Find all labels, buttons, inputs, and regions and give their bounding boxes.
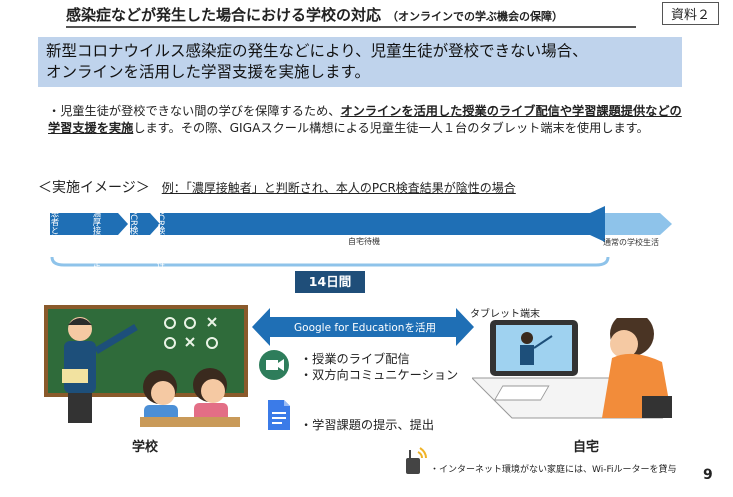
page-subtitle: （オンラインでの学ぶ機会の保障） (387, 10, 564, 23)
router-icon (406, 447, 427, 474)
tablet-label: タブレット端末 (470, 309, 540, 320)
step-label-identified: 濃厚接触と特定 (91, 209, 101, 269)
banner-text: 新型コロナウイルス感染症の発生などにより、児童生徒が登校できない場合、 オンライ… (38, 37, 682, 87)
bullet-text-a: 児童生徒が登校できない間の学びを保障するため、 (60, 104, 341, 118)
page-title: 感染症などが発生した場合における学校の対応 (66, 6, 382, 24)
implementation-heading: ＜実施イメージ＞ 例：「濃厚接触者」と判断され、本人のPCR検査結果が陰性の場合 (38, 177, 516, 197)
home-study-illustration (472, 318, 672, 419)
days-bracket (50, 256, 610, 267)
school-label: 学校 (132, 440, 159, 455)
normal-life-arrow (605, 213, 672, 235)
docs-icon (268, 400, 290, 430)
timeline-arrow-1 (50, 213, 110, 235)
banner-line-2: オンラインを活用した学習支援を実施します。 (46, 63, 370, 81)
bullet-paragraph: ・児童生徒が登校できない間の学びを保障するため、オンラインを活用した授業のライブ… (48, 103, 688, 137)
days-badge: 14日間 (295, 271, 365, 293)
section-heading: ＜実施イメージ＞ (38, 180, 150, 196)
google-for-education-label: Google for Educationを活用 (294, 322, 436, 334)
timeline-diagram (50, 206, 672, 267)
board-marks-icon (164, 317, 218, 349)
page-number: 9 (703, 467, 713, 483)
summary-banner: 新型コロナウイルス感染症の発生などにより、児童生徒が登校できない場合、 オンライ… (38, 37, 682, 87)
step-label-pcr-negative: PCR検査（陰性） (155, 209, 165, 277)
feature-assignments: ・学習課題の提示、提出 (300, 418, 435, 432)
bullet-text-emphasis: オンラインを活用した授業のライブ配信や学習課題提供などの学習支援を実施 (48, 104, 682, 135)
bullet-text-b: します。その際、GIGAスクール構想による児童生徒一人１台のタブレット端末を使用… (133, 121, 649, 135)
feature-live-streaming: ・授業のライブ配信 (300, 352, 410, 366)
timeline-arrow-2 (98, 213, 128, 235)
router-note: ・インターネット環境がない家庭には、Wi-Fiルーターを貸与 (430, 465, 677, 475)
meet-icon (259, 350, 289, 380)
stay-home-label: 自宅待機 (348, 237, 380, 246)
normal-life-label: 通常の学校生活 (603, 238, 659, 247)
stay-home-arrow (160, 206, 605, 242)
bullet-mark: ・ (48, 104, 61, 118)
teacher-body (64, 341, 96, 393)
banner-line-1: 新型コロナウイルス感染症の発生などにより、児童生徒が登校できない場合、 (46, 42, 588, 60)
step-label-contact: 患者と接触 (49, 209, 59, 252)
page-header: 感染症などが発生した場合における学校の対応 （オンラインでの学ぶ機会の保障） (66, 4, 636, 28)
document-label: 資料２ (661, 2, 719, 25)
example-note: 例：「濃厚接触者」と判断され、本人のPCR検査結果が陰性の場合 (161, 181, 516, 195)
step-label-pcr: PCR検査 (128, 209, 138, 243)
google-for-education-arrow (252, 308, 474, 346)
classroom-illustration (44, 305, 248, 427)
home-label: 自宅 (573, 440, 600, 455)
feature-two-way: ・双方向コミュニケーション (300, 368, 459, 382)
timeline-arrow-3 (130, 213, 160, 235)
